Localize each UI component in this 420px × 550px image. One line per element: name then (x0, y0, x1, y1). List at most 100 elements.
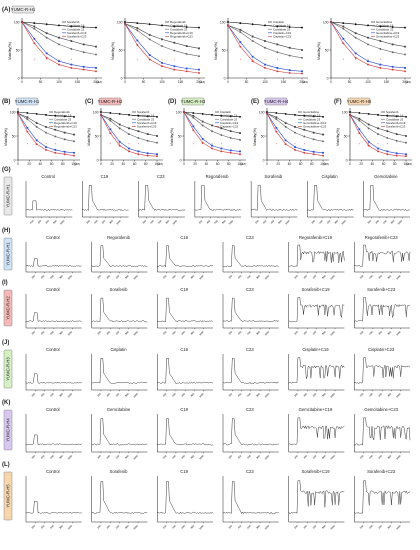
trace-x-tick-label: 600 (115, 392, 120, 397)
trace-x-tick-label: 1000 (228, 219, 234, 225)
trace-x-tick-label: 800 (387, 330, 392, 335)
trace-line (222, 481, 279, 515)
legend-label: Gemcitabine+C19 (376, 31, 400, 35)
x-unit: (μM) (240, 162, 246, 166)
series-line (17, 111, 75, 118)
trace-x-tick-label: 600 (115, 454, 120, 459)
trace-title: Sorafenib+C23 (367, 287, 396, 292)
trace-line (250, 185, 298, 211)
significance-star: * (45, 143, 47, 147)
trace-x-tick-label: 200 (31, 330, 36, 335)
trace-x-tick-label: 600 (312, 274, 317, 279)
significance-star: * (221, 143, 223, 147)
trace-x-tick-label: 800 (390, 219, 395, 224)
trace-title: Gemcitabine+C19 (299, 407, 333, 412)
trace-x-tick-label: 1000 (330, 330, 336, 336)
series-line (266, 113, 324, 156)
panel-label-(J): (J) (2, 340, 9, 346)
legend-label: Regorafenib (170, 20, 186, 24)
data-point (405, 153, 407, 156)
series-line (100, 114, 158, 157)
trace-x-tick-label: 1000 (133, 330, 139, 336)
x-tick-label: 100 (320, 162, 326, 166)
trace-x-tick-label: 400 (150, 219, 155, 224)
legend-label: Sorafenib+C23 (386, 125, 406, 129)
y-tick-label: 0 (121, 76, 123, 80)
series-line (227, 25, 303, 74)
trace-x-tick-label: 400 (40, 524, 45, 529)
trace-x-tick-label: 800 (387, 392, 392, 397)
trace-x-tick-label: 800 (322, 392, 327, 397)
cell-line-tag-text: YUMC-R-H4 (6, 418, 11, 442)
trace-x-tick-label: 800 (59, 454, 64, 459)
cell-line-tag-text: YUMC-R-H1 (15, 99, 40, 104)
trace-x-tick-label: 400 (106, 330, 111, 335)
series-line (330, 21, 406, 28)
y-tick-label: 50 (119, 48, 123, 52)
trace-line (91, 418, 148, 446)
trace-x-tick-label: 200 (162, 524, 167, 529)
series-line (227, 25, 303, 72)
significance-star: * (355, 58, 357, 62)
data-point (405, 141, 407, 144)
legend-label: Gemcitabine (376, 20, 393, 24)
cell-line-tag-text: YUMC-R-H4 (264, 99, 289, 104)
trace-x-tick-label: 600 (181, 524, 186, 529)
cell-line-tag-box (3, 176, 13, 216)
x-tick-label: 200 (93, 80, 99, 84)
y-tick-label: 50 (12, 134, 16, 138)
panel-label-(K): (K) (2, 400, 10, 406)
significance-star: * (367, 58, 369, 62)
trace-x-tick-label: 200 (359, 524, 364, 529)
series-line (183, 111, 241, 155)
trace-x-tick-label: 400 (303, 392, 308, 397)
series-line (100, 111, 158, 118)
x-tick-label: 0 (100, 162, 102, 166)
trace-title: Control (46, 469, 60, 474)
data-point (198, 47, 200, 50)
cell-line-tag-box (3, 289, 13, 327)
legend-label: Sorafenib+C23 (67, 35, 87, 39)
trace-x-tick-label: 400 (172, 524, 177, 529)
trace-title: Sorafenib+C23 (367, 469, 396, 474)
x-tick-label: 100 (365, 80, 371, 84)
significance-star: * (387, 143, 389, 147)
significance-star: * (211, 143, 213, 147)
trace-x-tick-label: 800 (334, 219, 339, 224)
significance-star: * (193, 143, 195, 147)
trace-x-tick-label: 1000 (330, 392, 336, 398)
trace-x-tick-label: 400 (237, 392, 242, 397)
series-line (124, 21, 200, 28)
trace-x-tick-label: 400 (303, 274, 308, 279)
cell-line-tag-box (181, 97, 205, 106)
y-tick-label: 0 (224, 76, 226, 80)
legend-label: Cisplatin+C19 (273, 31, 291, 35)
trace-x-tick-label: 1000 (264, 330, 270, 336)
x-tick-label: 20 (276, 162, 280, 166)
legend-label: Gemcitabine+C23 (303, 125, 327, 129)
series-line (266, 113, 324, 154)
trace-x-tick-label: 600 (247, 330, 252, 335)
legend-label: Candidate 19 (54, 114, 72, 118)
trace-x-tick-label: 600 (378, 274, 383, 279)
x-unit: (μM) (199, 80, 205, 84)
x-tick-label: 60 (382, 162, 386, 166)
series-line (124, 23, 200, 70)
trace-x-tick-label: 800 (125, 274, 130, 279)
trace-x-tick-label: 200 (311, 219, 316, 224)
legend-label: Sorafenib+C19 (386, 121, 406, 125)
y-tick-label: 50 (222, 48, 226, 52)
legend-label: Candidate 19 (386, 114, 404, 118)
trace-x-tick-label: 400 (172, 392, 177, 397)
trace-x-tick-label: 1000 (133, 274, 139, 280)
trace-x-tick-label: 600 (45, 219, 50, 224)
trace-title: C19 (180, 469, 188, 474)
trace-title: Control (46, 407, 60, 412)
y-axis-label: Viability(%) (4, 128, 8, 146)
series-line (349, 114, 407, 157)
series-line (124, 23, 200, 57)
x-tick-label: 0 (349, 162, 351, 166)
